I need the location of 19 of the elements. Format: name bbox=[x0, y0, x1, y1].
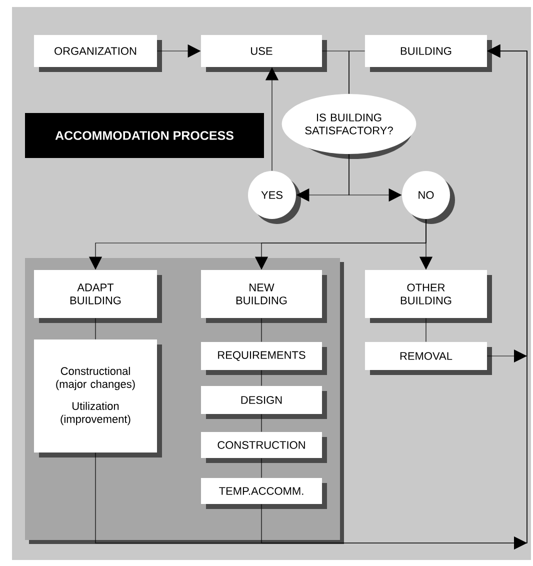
process-box: OTHER BUILDING bbox=[365, 270, 492, 323]
process-box: NEW BUILDING bbox=[201, 270, 327, 323]
process-box: REQUIREMENTS bbox=[201, 342, 327, 375]
process-box: REMOVAL bbox=[365, 342, 492, 375]
connector-line bbox=[348, 50, 366, 94]
process-box: CONSTRUCTION bbox=[201, 432, 327, 463]
connector-line bbox=[95, 318, 96, 340]
title-box: ACCOMMODATION PROCESS bbox=[25, 113, 264, 158]
process-box: DESIGN bbox=[201, 386, 327, 419]
process-box: Constructional (major changes) Utilization (improvement) bbox=[34, 340, 162, 458]
connector-line bbox=[261, 318, 262, 342]
process-box: USE bbox=[201, 35, 327, 72]
connector-line bbox=[261, 370, 262, 386]
process-box: BUILDING bbox=[365, 35, 492, 72]
process-box: ORGANIZATION bbox=[34, 35, 162, 72]
process-box: ADAPT BUILDING bbox=[34, 270, 162, 323]
connector-line bbox=[261, 414, 262, 432]
connector-line bbox=[261, 458, 262, 478]
process-box: TEMP.ACCOMM. bbox=[201, 478, 327, 509]
